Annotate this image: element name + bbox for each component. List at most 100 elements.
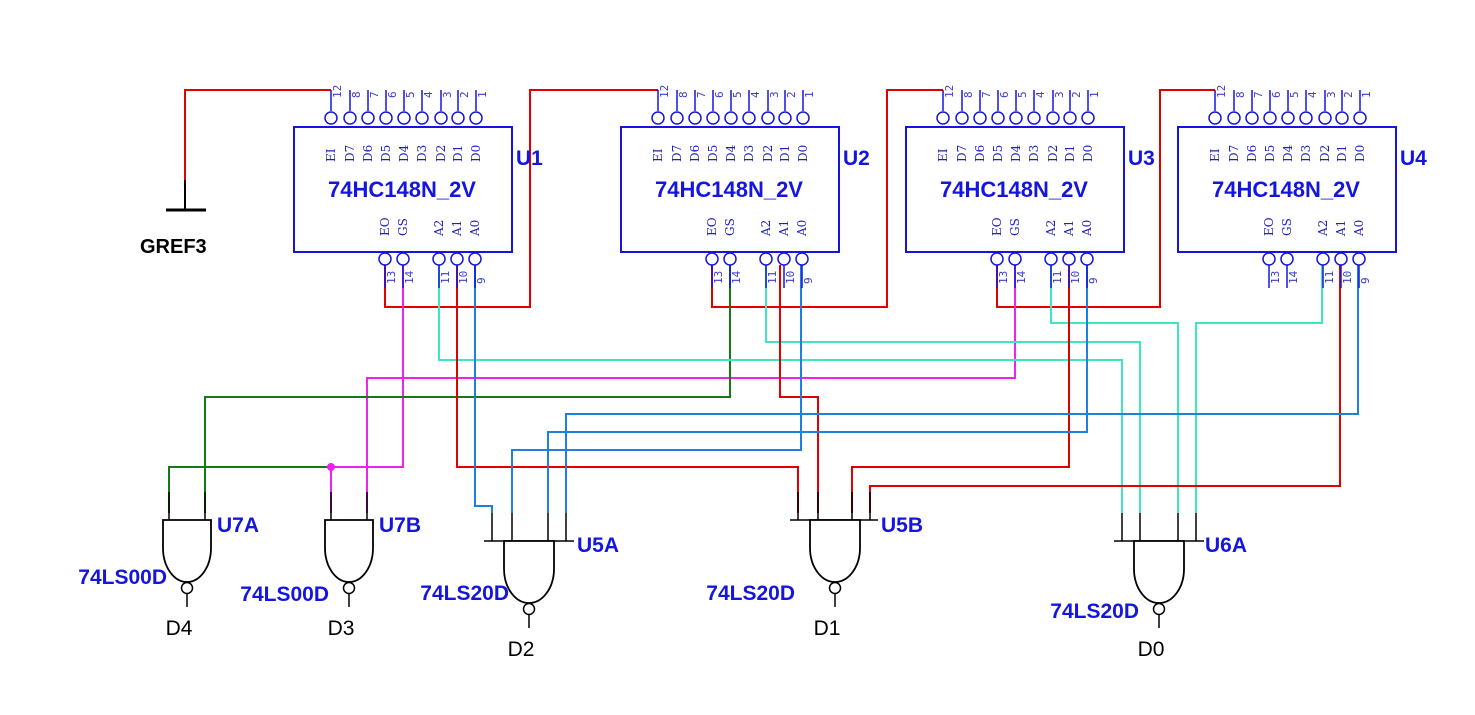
pin-number: 10 xyxy=(784,271,797,284)
pin-label: EI xyxy=(936,148,950,162)
pin-label: D3 xyxy=(742,145,756,162)
inverting-bubble xyxy=(1080,252,1094,266)
wire-a0-u4 xyxy=(565,265,1359,513)
pin-label: EO xyxy=(1262,217,1276,236)
gate-body xyxy=(809,519,861,583)
wire-a0-u2 xyxy=(511,265,802,513)
pin-label: D1 xyxy=(778,145,792,162)
chip-reference: U4 xyxy=(1400,147,1427,170)
pin-number: 1 xyxy=(476,91,489,98)
inverting-bubble xyxy=(1334,252,1348,266)
inverting-bubble xyxy=(1353,111,1367,125)
pin-number: 13 xyxy=(997,271,1010,284)
output-bubble xyxy=(342,581,356,595)
pin-label: A2 xyxy=(759,220,773,237)
inverting-bubble xyxy=(705,252,719,266)
inverting-bubble xyxy=(468,252,482,266)
pin-label: D5 xyxy=(706,145,720,162)
pin-number: 1 xyxy=(1360,91,1373,98)
gate-body xyxy=(1133,540,1185,604)
pin-label: D3 xyxy=(415,145,429,162)
inverting-bubble xyxy=(379,111,393,125)
pin-number: 7 xyxy=(980,91,993,98)
pin-number: 10 xyxy=(457,271,470,284)
inverting-bubble xyxy=(324,111,338,125)
pin-number: 12 xyxy=(331,85,344,98)
inverting-bubble xyxy=(1281,111,1295,125)
pin-label: D7 xyxy=(343,145,357,162)
pin-number: 7 xyxy=(368,91,381,98)
pin-label: A2 xyxy=(1316,220,1330,237)
junction-dot xyxy=(327,463,335,471)
inverting-bubble xyxy=(396,252,410,266)
wire-a1-u4 xyxy=(869,265,1341,513)
pin-number: 11 xyxy=(439,271,452,284)
gate-body xyxy=(503,540,555,604)
inverting-bubble xyxy=(450,252,464,266)
encoder-u4: 12EI8D77D66D55D44D33D22D11D013EO14GS11A2… xyxy=(1177,85,1427,288)
pin-number: 1 xyxy=(1088,91,1101,98)
wire-ei-u1-ground xyxy=(184,89,331,180)
gate-reference: U7A xyxy=(217,514,259,537)
pin-number: 2 xyxy=(1070,91,1083,98)
pin-label: GS xyxy=(723,218,737,236)
pin-label: EI xyxy=(1208,148,1222,162)
pin-label: D7 xyxy=(955,145,969,162)
pin-number: 8 xyxy=(962,91,975,98)
pin-label: D1 xyxy=(1335,145,1349,162)
pin-label: D1 xyxy=(1063,145,1077,162)
pin-label: D4 xyxy=(724,144,738,162)
pin-number: 8 xyxy=(1234,91,1247,98)
gate-reference: U5A xyxy=(577,534,619,557)
pin-label: GS xyxy=(1280,218,1294,236)
chip-part-number: 74HC148N_2V xyxy=(655,177,803,202)
pin-number: 8 xyxy=(350,91,363,98)
wire-gs-u2 xyxy=(204,265,731,513)
pin-number: 11 xyxy=(1323,271,1336,284)
inverting-bubble xyxy=(1046,111,1060,125)
pin-number: 10 xyxy=(1069,271,1082,284)
pin-label: A1 xyxy=(1062,220,1076,237)
inverting-bubble xyxy=(724,111,738,125)
wire-a1-u2 xyxy=(779,265,819,513)
inverting-bubble xyxy=(1280,252,1294,266)
inverting-bubble xyxy=(1245,111,1259,125)
pin-label: D5 xyxy=(991,145,1005,162)
pin-label: D5 xyxy=(1263,145,1277,162)
pin-number: 7 xyxy=(1252,91,1265,98)
chip-part-number: 74HC148N_2V xyxy=(1212,177,1360,202)
pin-number: 12 xyxy=(658,85,671,98)
pin-label: D2 xyxy=(434,145,448,162)
pin-label: A2 xyxy=(432,220,446,237)
inverting-bubble xyxy=(415,111,429,125)
inverting-bubble xyxy=(1044,252,1058,266)
pin-number: 5 xyxy=(1016,91,1029,98)
inverting-bubble xyxy=(397,111,411,125)
wire-a1-u3 xyxy=(851,265,1070,513)
inverting-bubble xyxy=(1263,111,1277,125)
pin-number: 9 xyxy=(1359,277,1372,284)
ground-symbol xyxy=(166,180,206,212)
inverting-bubble xyxy=(1027,111,1041,125)
pin-number: 12 xyxy=(943,85,956,98)
pin-label: D4 xyxy=(397,144,411,162)
wire-a0-u1 xyxy=(474,265,493,513)
chip-body xyxy=(905,126,1125,253)
pin-number: 11 xyxy=(766,271,779,284)
pin-label: D0 xyxy=(1353,145,1367,162)
chip-body xyxy=(293,126,513,253)
output-bubble xyxy=(1152,602,1166,616)
pin-label: D1 xyxy=(451,145,465,162)
inverting-bubble xyxy=(434,111,448,125)
gate-part-number: 74LS00D xyxy=(78,566,167,589)
pin-label: EI xyxy=(324,148,338,162)
pin-number: 13 xyxy=(712,271,725,284)
gate-reference: U5B xyxy=(881,514,923,537)
wire-gs-u2-branch xyxy=(168,466,331,513)
pin-number: 3 xyxy=(441,91,454,98)
inverting-bubble xyxy=(795,252,809,266)
